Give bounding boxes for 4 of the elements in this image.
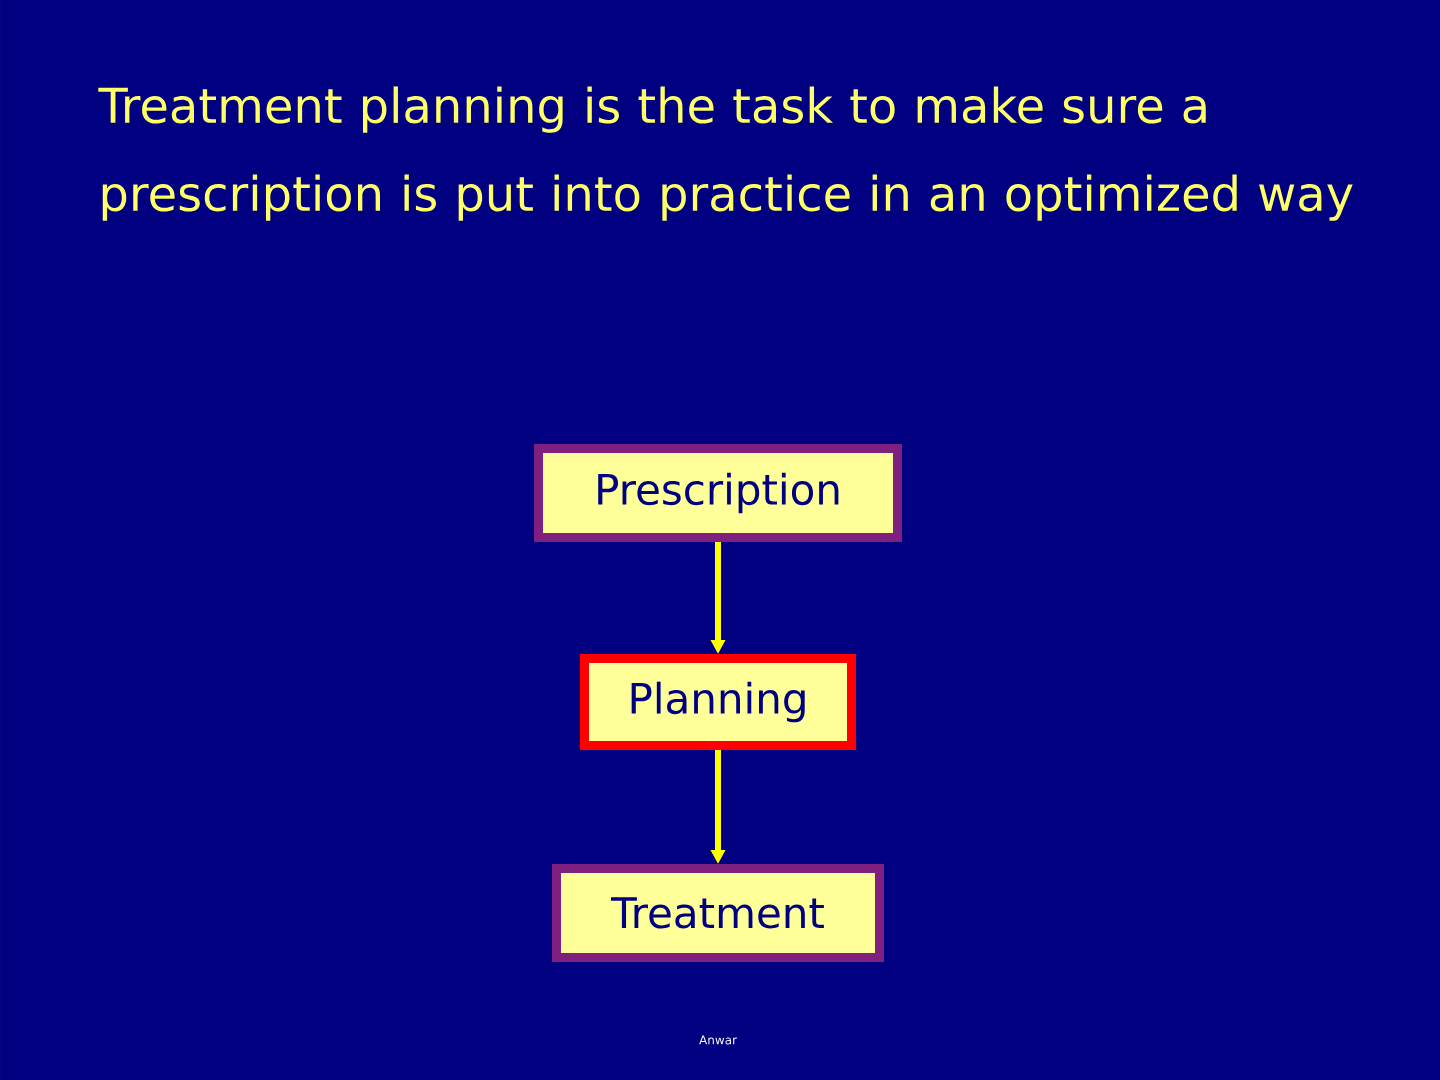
process-box: Planning (580, 654, 856, 750)
process-box: Treatment (552, 863, 884, 962)
title: Treatment planning is the task to make sure a prescription is put into practice in an optimized way (98, 86, 1353, 221)
process-box: Prescription (534, 444, 902, 542)
